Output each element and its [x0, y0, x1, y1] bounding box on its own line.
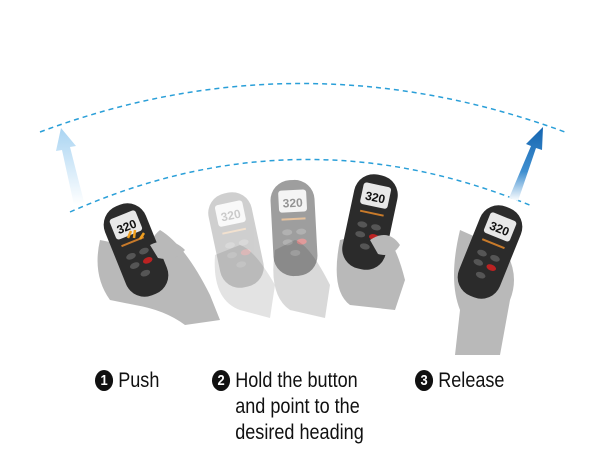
- step-2-number-icon: 2: [212, 370, 231, 391]
- step-2-label-line1: Hold the button: [235, 369, 358, 392]
- remote-ghost-2: [269, 178, 319, 278]
- step-3-label: Release: [438, 369, 505, 392]
- arrow-end-icon: [509, 127, 543, 201]
- lower-arc: [69, 158, 533, 213]
- press-indicator-icon: [126, 229, 146, 240]
- remote-ghost-1: [204, 188, 268, 292]
- step-2-label-line2: and point to the: [235, 395, 360, 418]
- upper-arc: [39, 82, 566, 133]
- step-1-number-icon: 1: [95, 370, 114, 391]
- step-3-number-icon: 3: [415, 370, 434, 391]
- arrow-start-icon: [56, 128, 84, 205]
- step-2-label-line3: desired heading: [235, 421, 364, 444]
- step-1-label: Push: [118, 369, 160, 392]
